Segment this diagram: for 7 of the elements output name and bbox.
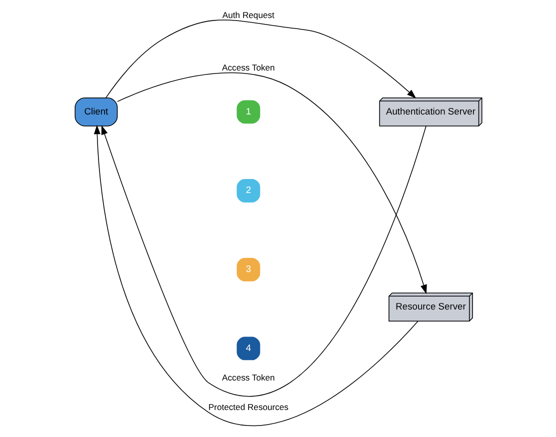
edge-label: Protected Resources — [208, 402, 288, 412]
arrow — [116, 72, 426, 294]
node-box: Client — [74, 97, 118, 126]
edge-label: Access Token — [222, 372, 274, 382]
edge-label: Access Token — [222, 62, 274, 72]
edge-label: Auth Request — [222, 10, 274, 20]
arrow — [105, 20, 416, 99]
